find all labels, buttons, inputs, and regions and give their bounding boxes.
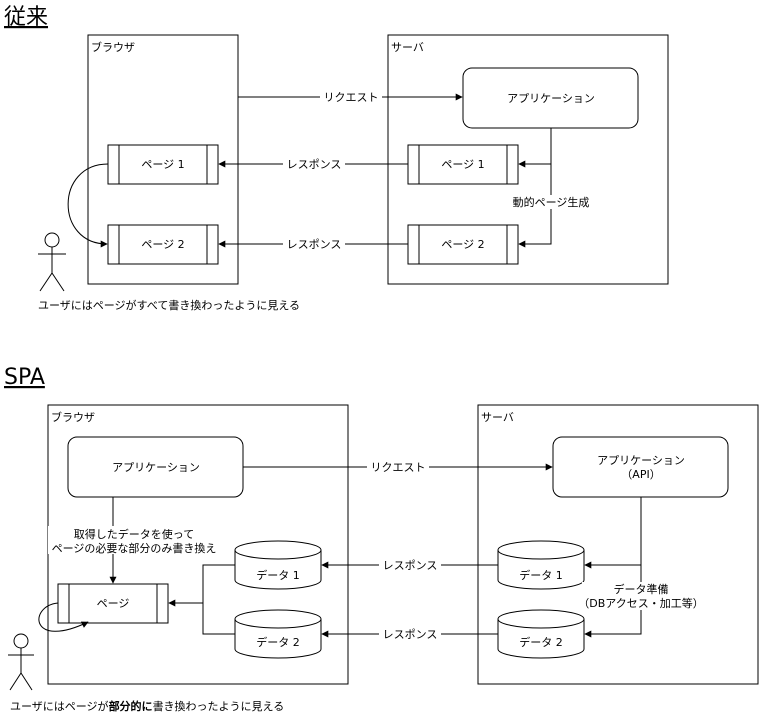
traditional-user-transition-arrow [67, 163, 109, 248]
spa-server-data1-cylinder [497, 540, 585, 590]
spa-page-label: ページ [97, 597, 130, 610]
spa-response2-label: レスポンス [383, 628, 438, 641]
traditional-caption: ユーザにはページがすべて書き換わったように見える [38, 298, 300, 312]
traditional-response1-label: レスポンス [287, 158, 342, 171]
spa-prepare-label-line2: （DBアクセス・加工等） [578, 596, 703, 610]
spa-browser-label: ブラウザ [51, 410, 95, 424]
traditional-browser-label: ブラウザ [91, 40, 135, 54]
traditional-browser-page2 [107, 224, 219, 265]
spa-server-data1-label: データ 1 [519, 568, 563, 582]
spa-client-application-label: アプリケーション [112, 461, 200, 474]
traditional-response2-label: レスポンス [287, 238, 342, 251]
spa-client-data1-label: データ 1 [256, 568, 300, 582]
spa-server-application-api-label: （API） [621, 468, 660, 481]
spa-user-interaction-arrow [38, 602, 89, 632]
traditional-server-page1-label: ページ 1 [441, 158, 484, 171]
spa-server-label: サーバ [481, 411, 514, 424]
spa-page-box [57, 583, 169, 624]
spa-server-application-box [552, 436, 729, 498]
spa-user-icon [8, 633, 34, 691]
spa-heading: SPA [4, 365, 45, 390]
spa-response1-label: レスポンス [383, 559, 438, 572]
traditional-generate-page2-arrow [518, 164, 552, 248]
spa-rewrite-label-line1: 取得したデータを使って [74, 527, 194, 541]
traditional-server-page2-label: ページ 2 [441, 238, 484, 251]
traditional-browser-page2-label: ページ 2 [141, 238, 184, 251]
spa-client-data2-label: データ 2 [256, 635, 300, 649]
spa-server-application-label: アプリケーション [597, 454, 685, 467]
spa-prepare-label-line1: データ準備 [614, 582, 669, 596]
traditional-heading: 従来 [4, 5, 48, 30]
traditional-user-icon [38, 232, 66, 292]
spa-server-data2-cylinder [497, 609, 585, 659]
spa-rewrite-label-line2: ページの必要な部分のみ書き換え [52, 541, 217, 555]
traditional-generation-label: 動的ページ生成 [513, 195, 590, 209]
spa-caption: ユーザにはページが部分的に書き換わったように見える [10, 699, 284, 713]
spa-client-data1-cylinder [234, 540, 322, 590]
traditional-request-label: リクエスト [324, 91, 379, 104]
traditional-server-label: サーバ [391, 41, 424, 54]
spa-request-label: リクエスト [371, 461, 426, 474]
spa-server-data2-label: データ 2 [519, 635, 563, 649]
spa-data-bracket [202, 564, 235, 635]
traditional-application-label: アプリケーション [507, 92, 595, 105]
spa-client-data2-cylinder [234, 609, 322, 659]
traditional-browser-page1-label: ページ 1 [141, 158, 184, 171]
